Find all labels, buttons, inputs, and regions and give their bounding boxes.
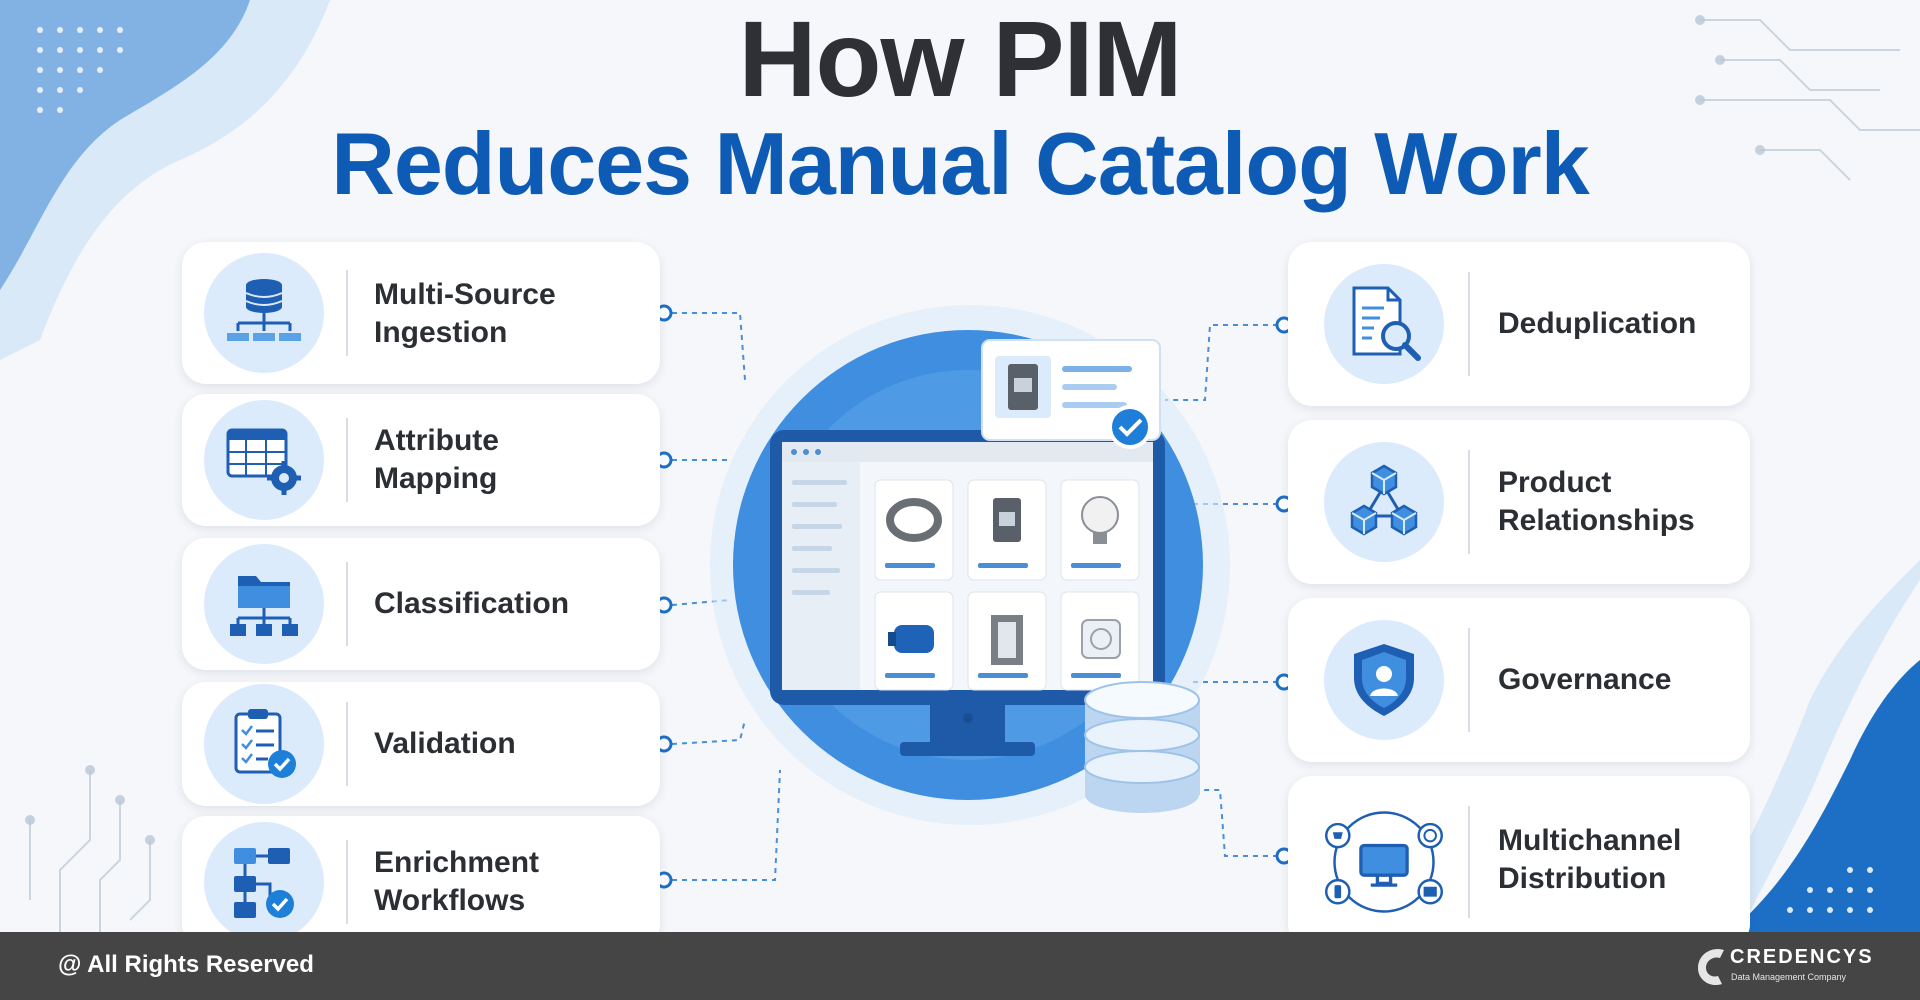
clipboard-check-icon bbox=[234, 709, 296, 778]
document-search-icon bbox=[1352, 286, 1421, 361]
card-multichannel-distribution: Multichannel Distribution bbox=[1288, 776, 1750, 948]
card-separator bbox=[346, 418, 348, 502]
card-separator bbox=[1468, 450, 1470, 554]
card-label-line1: Deduplication bbox=[1498, 307, 1697, 340]
cubes-network-icon bbox=[1350, 464, 1418, 536]
card-label: Multichannel Distribution bbox=[1498, 822, 1681, 898]
card-label-line2: Distribution bbox=[1498, 862, 1667, 895]
icon-circle bbox=[204, 253, 324, 373]
card-label: Multi-Source Ingestion bbox=[374, 276, 556, 352]
card-separator bbox=[1468, 272, 1470, 376]
icon-circle bbox=[1324, 620, 1444, 740]
card-label: Governance bbox=[1498, 661, 1671, 699]
icon-circle bbox=[204, 544, 324, 664]
icon-circle bbox=[204, 684, 324, 804]
icon-circle bbox=[204, 400, 324, 520]
card-separator bbox=[1468, 628, 1470, 732]
card-label-line1: Classification bbox=[374, 587, 570, 620]
brand-tagline: Data Management Company bbox=[1731, 972, 1847, 982]
card-label: Deduplication bbox=[1498, 305, 1696, 343]
card-multi-source-ingestion: Multi-Source Ingestion bbox=[182, 242, 660, 384]
card-separator bbox=[346, 840, 348, 924]
card-validation: Validation bbox=[182, 682, 660, 806]
card-separator bbox=[346, 270, 348, 356]
card-label-line2: Ingestion bbox=[374, 316, 508, 349]
card-label: Product Relationships bbox=[1498, 464, 1695, 540]
credencys-logo-icon bbox=[1698, 948, 1724, 986]
icon-circle bbox=[1324, 264, 1444, 384]
card-label: Validation bbox=[374, 725, 516, 763]
card-deduplication: Deduplication bbox=[1288, 242, 1750, 406]
icon-circle bbox=[204, 822, 324, 942]
monitor-channels-icon bbox=[1325, 811, 1443, 913]
card-separator bbox=[346, 702, 348, 786]
card-label-line1: Enrichment bbox=[374, 846, 540, 879]
shield-user-icon bbox=[1354, 644, 1414, 716]
card-label-line1: Attribute bbox=[374, 424, 499, 457]
pim-hero-illustration bbox=[710, 305, 1230, 825]
card-label-line2: Workflows bbox=[374, 884, 526, 917]
card-product-relationships: Product Relationships bbox=[1288, 420, 1750, 584]
database-network-icon bbox=[227, 279, 301, 341]
card-enrichment-workflows: Enrichment Workflows bbox=[182, 816, 660, 948]
card-separator bbox=[1468, 806, 1470, 918]
card-label-line1: Multi-Source bbox=[374, 278, 556, 311]
card-attribute-mapping: Attribute Mapping bbox=[182, 394, 660, 526]
card-label-line1: Governance bbox=[1498, 663, 1672, 696]
card-classification: Classification bbox=[182, 538, 660, 670]
workflow-check-icon bbox=[234, 848, 294, 918]
footer-bar: @ All Rights Reserved CREDENCYS Data Man… bbox=[0, 932, 1920, 1000]
footer-rights-text: @ All Rights Reserved bbox=[58, 951, 314, 978]
card-label: Classification bbox=[374, 585, 569, 623]
card-label-line1: Validation bbox=[374, 727, 516, 760]
card-label-line1: Product bbox=[1498, 466, 1612, 499]
card-label-line1: Multichannel bbox=[1498, 824, 1682, 857]
brand-name: CREDENCYS bbox=[1730, 946, 1874, 968]
icon-circle bbox=[1318, 796, 1450, 928]
card-governance: Governance bbox=[1288, 598, 1750, 762]
card-label: Enrichment Workflows bbox=[374, 844, 539, 920]
card-separator bbox=[346, 562, 348, 646]
card-label-line2: Relationships bbox=[1498, 504, 1695, 537]
card-label: Attribute Mapping bbox=[374, 422, 499, 498]
page-title: How PIM bbox=[738, 0, 1183, 119]
icon-circle bbox=[1324, 442, 1444, 562]
folder-tree-icon bbox=[230, 576, 298, 636]
page-subtitle: Reduces Manual Catalog Work bbox=[331, 114, 1589, 213]
card-label-line2: Mapping bbox=[374, 462, 498, 495]
table-gear-icon bbox=[226, 428, 301, 495]
